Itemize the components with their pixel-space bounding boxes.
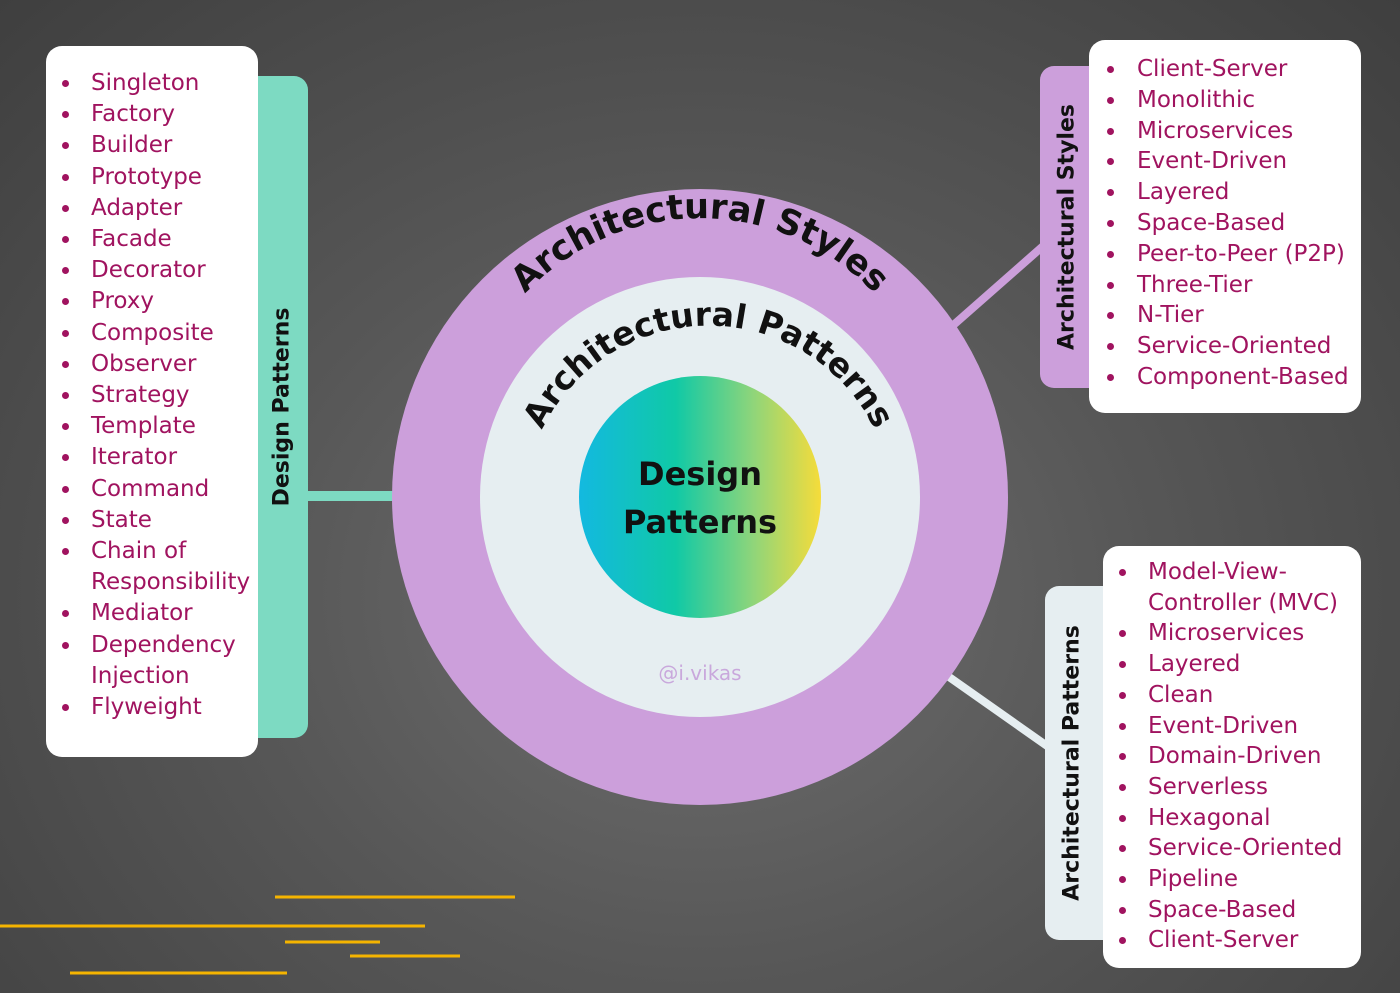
architectural-patterns-tab-label: Architectural Patterns xyxy=(1059,625,1085,901)
list-item: Flyweight xyxy=(62,692,258,723)
list-item: Model-View- Controller (MVC) xyxy=(1119,557,1361,618)
architectural-styles-tab-label: Architectural Styles xyxy=(1054,104,1080,350)
architectural-patterns-card: Model-View- Controller (MVC)Microservice… xyxy=(1103,546,1361,968)
list-item: Adapter xyxy=(62,193,258,224)
list-item: Service-Oriented xyxy=(1107,331,1361,362)
list-item: Component-Based xyxy=(1107,362,1361,393)
list-item: Three-Tier xyxy=(1107,270,1361,301)
list-item: Iterator xyxy=(62,442,258,473)
list-item: Dependency Injection xyxy=(62,630,258,692)
list-item: Client-Server xyxy=(1107,54,1361,85)
list-item: Service-Oriented xyxy=(1119,833,1361,864)
list-item: Observer xyxy=(62,349,258,380)
core-label: Design Patterns xyxy=(580,450,820,546)
list-item: Hexagonal xyxy=(1119,803,1361,834)
core-label-line1: Design xyxy=(638,455,762,493)
list-item: Layered xyxy=(1107,177,1361,208)
list-item: Event-Driven xyxy=(1119,711,1361,742)
design-patterns-core xyxy=(579,376,821,618)
list-item: Mediator xyxy=(62,598,258,629)
list-item: Microservices xyxy=(1107,116,1361,147)
list-item: Strategy xyxy=(62,380,258,411)
decorative-lines xyxy=(0,895,515,975)
list-item: Domain-Driven xyxy=(1119,741,1361,772)
architectural-styles-connector xyxy=(947,236,1053,332)
list-item: Facade xyxy=(62,224,258,255)
list-item: Proxy xyxy=(62,286,258,317)
list-item: Space-Based xyxy=(1119,895,1361,926)
credit-handle: @i.vikas xyxy=(658,661,742,685)
list-item: Monolithic xyxy=(1107,85,1361,116)
list-item: Template xyxy=(62,411,258,442)
list-item: Command xyxy=(62,474,258,505)
list-item: Factory xyxy=(62,99,258,130)
list-item: State xyxy=(62,505,258,536)
list-item: Clean xyxy=(1119,680,1361,711)
list-item: Event-Driven xyxy=(1107,146,1361,177)
list-item: Prototype xyxy=(62,162,258,193)
list-item: Space-Based xyxy=(1107,208,1361,239)
list-item: Peer-to-Peer (P2P) xyxy=(1107,239,1361,270)
list-item: Layered xyxy=(1119,649,1361,680)
core-label-line2: Patterns xyxy=(622,503,778,541)
list-item: Pipeline xyxy=(1119,864,1361,895)
list-item: Singleton xyxy=(62,68,258,99)
list-item: Client-Server xyxy=(1119,925,1361,956)
list-item: Composite xyxy=(62,318,258,349)
list-item: Builder xyxy=(62,130,258,161)
list-item: Decorator xyxy=(62,255,258,286)
architectural-patterns-list: Model-View- Controller (MVC)Microservice… xyxy=(1119,557,1361,956)
list-item: Chain of Responsibility xyxy=(62,536,258,598)
list-item: Microservices xyxy=(1119,618,1361,649)
design-patterns-tab-label: Design Patterns xyxy=(269,307,295,507)
list-item: N-Tier xyxy=(1107,300,1361,331)
list-item: Serverless xyxy=(1119,772,1361,803)
